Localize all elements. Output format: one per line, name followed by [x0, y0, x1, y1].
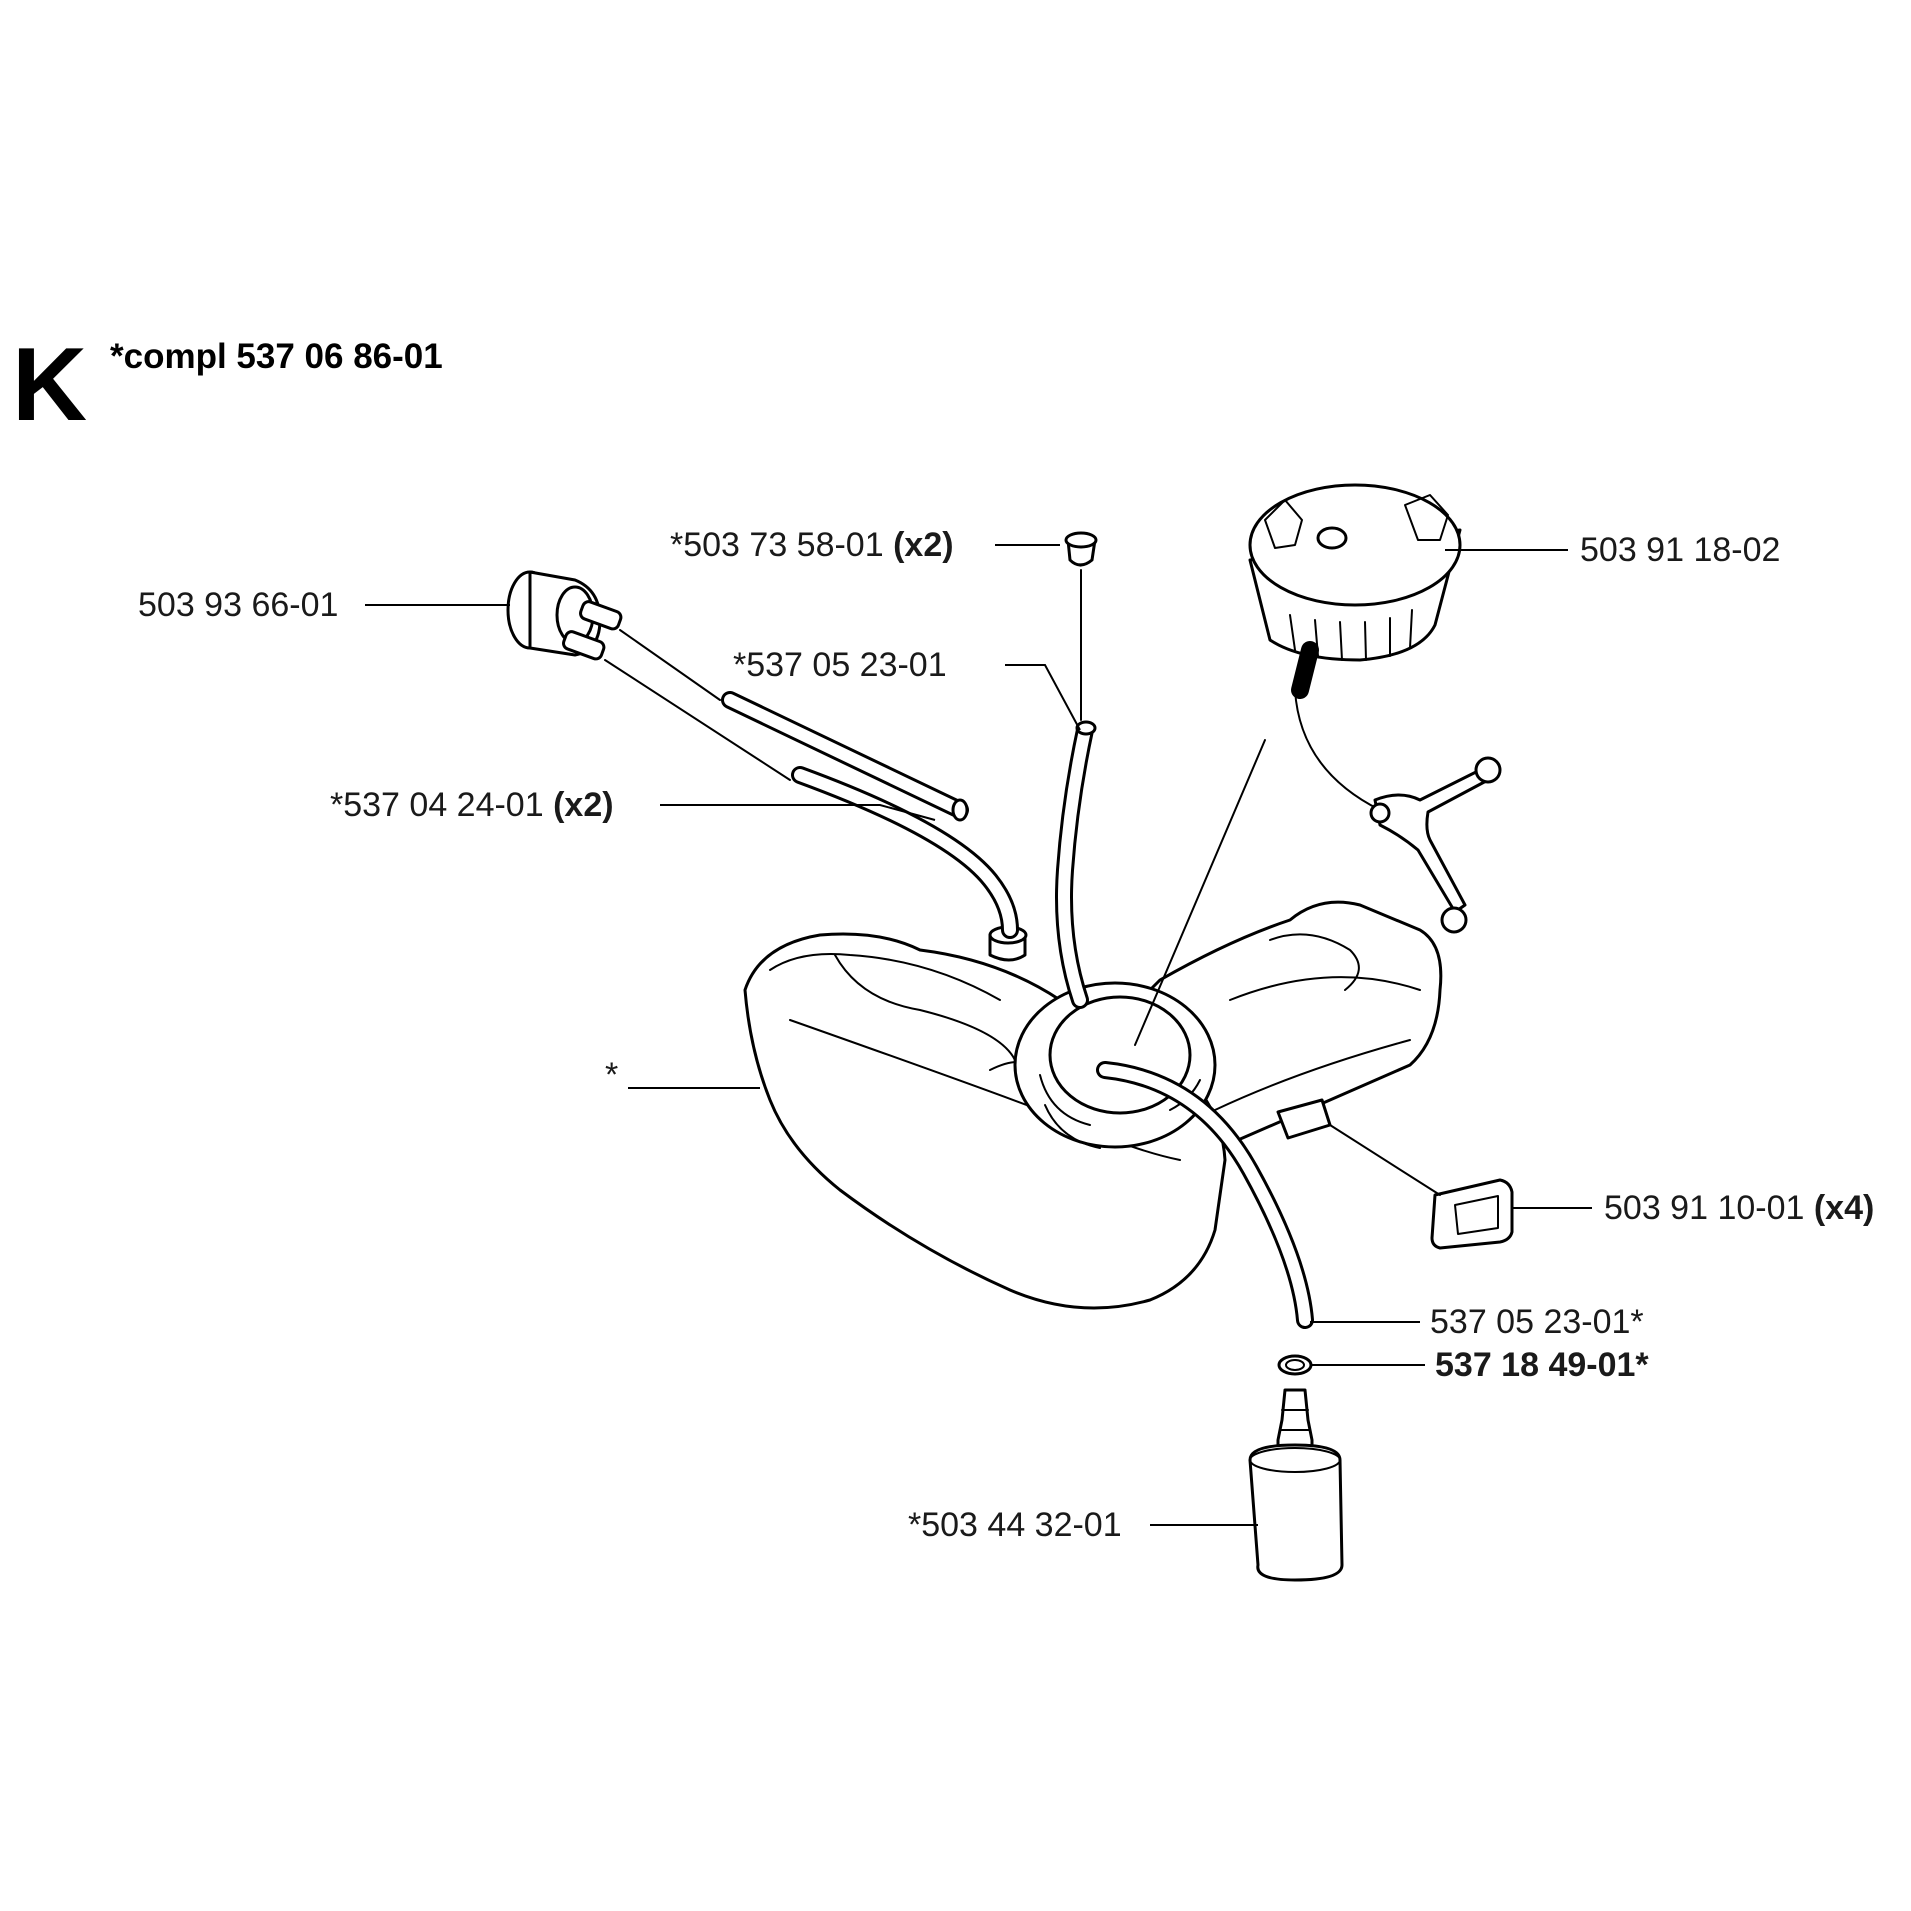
primer-bulb-drawing — [506, 570, 791, 781]
label-fuel-hose-bottom: 537 05 23-01* — [1430, 1303, 1644, 1341]
return-hoses-drawing — [721, 691, 1019, 939]
fuel-tank-drawing — [743, 900, 1443, 1310]
fuel-filter-drawing — [1248, 1354, 1344, 1582]
leader-lines — [365, 544, 1592, 1526]
section-letter: K — [12, 327, 87, 443]
label-primer-bulb: 503 93 66-01 — [138, 586, 338, 624]
rubber-pad-drawing — [1329, 1124, 1514, 1250]
grommet-drawing — [1064, 531, 1098, 721]
section-title: *compl 537 06 86-01 — [110, 337, 443, 376]
fuel-cap-drawing — [1248, 483, 1502, 934]
label-fuel-cap: 503 91 18-02 — [1580, 531, 1780, 569]
label-rubber-pad: 503 91 10-01 (x4) — [1604, 1189, 1874, 1227]
label-fuel-hose-top: *537 05 23-01 — [733, 646, 947, 684]
label-grommet: *503 73 58-01 (x2) — [670, 526, 954, 564]
label-fuel-filter: *503 44 32-01 — [908, 1506, 1122, 1544]
label-tank: * — [605, 1056, 618, 1094]
label-return-hoses: *537 04 24-01 (x2) — [330, 786, 614, 824]
label-o-ring: 537 18 49-01* — [1435, 1346, 1649, 1384]
fuel-hose-top-drawing — [1055, 720, 1097, 1009]
